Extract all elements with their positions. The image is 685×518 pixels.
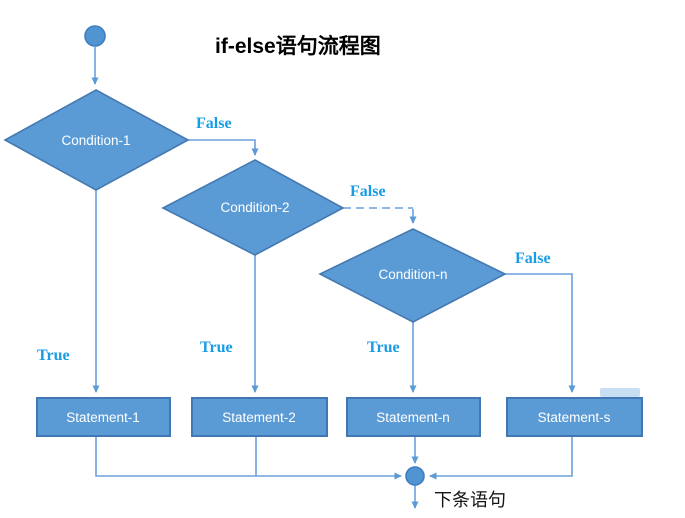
condition-n-label: Condition-n [378,267,447,282]
edge-statement-1-to-merge [95,436,402,480]
start-node [84,25,106,47]
false-label-1: False [196,115,232,132]
next-statement-label: 下条语句 [434,490,506,510]
statement-1-box [36,397,171,437]
false-label-2: False [350,183,386,200]
condition-2-node: Condition-2 [161,159,345,256]
condition-2-diamond [161,159,345,256]
page-title: if-else语句流程图 [215,34,381,58]
condition-n-diamond [318,228,507,323]
edge-condition-1-false [188,139,259,156]
condition-n-node: Condition-n [318,228,507,323]
condition-1-label: Condition-1 [61,133,130,148]
false-label-3: False [515,250,551,267]
statement-1-node: Statement-1 [36,397,171,437]
true-label-3: True [367,339,400,356]
true-label-1: True [37,347,70,364]
true-label-2: True [200,339,233,356]
edge-condition-n-false [505,273,576,393]
statement-n-box [346,397,481,437]
statement-2-node: Statement-2 [191,397,328,437]
statement-2-label: Statement-2 [222,410,296,425]
statement-2-box [191,397,328,437]
edge-statement-s-to-merge [429,436,573,480]
statement-1-label: Statement-1 [66,410,140,425]
merge-node [405,466,425,486]
watermark-smudge [600,388,640,397]
statement-n-label: Statement-n [376,410,450,425]
condition-2-label: Condition-2 [220,200,289,215]
statement-s-box [506,397,643,437]
statement-s-node: Statement-s [506,397,643,437]
condition-1-node: Condition-1 [3,89,190,191]
statement-s-label: Statement-s [538,410,611,425]
statement-n-node: Statement-n [346,397,481,437]
condition-1-diamond [3,89,190,191]
